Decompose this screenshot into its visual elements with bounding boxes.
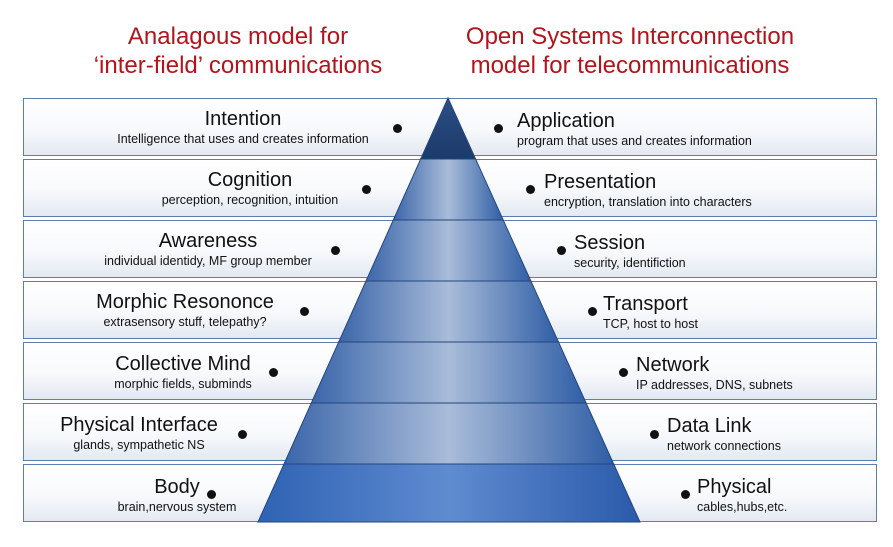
right-layer-5: Network IP addresses, DNS, subnets bbox=[636, 354, 793, 393]
left-layer-1: Intention Intelligence that uses and cre… bbox=[100, 108, 386, 147]
right-heading-line2: model for telecommunications bbox=[470, 52, 790, 79]
right-layer-5-desc: IP addresses, DNS, subnets bbox=[636, 378, 793, 392]
right-layer-4-title: Transport bbox=[603, 293, 688, 315]
right-layer-4: Transport TCP, host to host bbox=[603, 293, 698, 332]
pyramid-segment-3 bbox=[365, 219, 532, 282]
pyramid-segment-6 bbox=[283, 402, 615, 465]
left-bullet-2 bbox=[362, 185, 371, 194]
right-layer-7-title: Physical bbox=[697, 476, 772, 498]
left-layer-5: Collective Mind morphic fields, subminds bbox=[98, 353, 268, 392]
left-bullet-7 bbox=[207, 490, 216, 499]
pyramid-segment-5 bbox=[310, 341, 587, 404]
right-heading-line1: Open Systems Interconnection bbox=[465, 23, 795, 50]
right-layer-1-desc: program that uses and creates informatio… bbox=[517, 134, 752, 148]
left-heading-line2: ‘inter-field’ communications bbox=[93, 52, 383, 79]
left-bullet-4 bbox=[300, 307, 309, 316]
left-model-heading: Analagous model for ‘inter-field’ commun… bbox=[78, 22, 398, 80]
pyramid-segment-2 bbox=[392, 158, 504, 221]
left-bullet-3 bbox=[331, 246, 340, 255]
right-bullet-4 bbox=[588, 307, 597, 316]
pyramid-segment-7 bbox=[257, 463, 641, 523]
left-layer-2: Cognition perception, recognition, intui… bbox=[146, 169, 354, 208]
left-layer-4: Morphic Resononce extrasensory stuff, te… bbox=[80, 291, 290, 330]
right-bullet-1 bbox=[494, 124, 503, 133]
left-layer-5-title: Collective Mind bbox=[115, 353, 251, 375]
left-layer-5-desc: morphic fields, subminds bbox=[114, 377, 252, 391]
pyramid-segment-1 bbox=[419, 96, 477, 160]
right-layer-6-desc: network connections bbox=[667, 439, 781, 453]
right-layer-7-desc: cables,hubs,etc. bbox=[697, 500, 788, 514]
right-bullet-3 bbox=[557, 246, 566, 255]
right-layer-2: Presentation encryption, translation int… bbox=[544, 171, 752, 210]
right-layer-5-title: Network bbox=[636, 354, 710, 376]
right-layer-4-desc: TCP, host to host bbox=[603, 317, 698, 331]
left-layer-7: Body brain,nervous system bbox=[66, 476, 288, 515]
right-layer-2-desc: encryption, translation into characters bbox=[544, 195, 752, 209]
left-layer-1-desc: Intelligence that uses and creates infor… bbox=[117, 132, 369, 146]
right-model-heading: Open Systems Interconnection model for t… bbox=[440, 22, 820, 80]
right-bullet-2 bbox=[526, 185, 535, 194]
left-layer-6-desc: glands, sympathetic NS bbox=[73, 438, 205, 452]
right-layer-2-title: Presentation bbox=[544, 171, 657, 193]
right-bullet-6 bbox=[650, 430, 659, 439]
right-layer-1: Application program that uses and create… bbox=[517, 110, 752, 149]
left-layer-2-desc: perception, recognition, intuition bbox=[161, 193, 339, 207]
left-layer-3-title: Awareness bbox=[158, 230, 258, 252]
right-bullet-5 bbox=[619, 368, 628, 377]
left-heading-line1: Analagous model for bbox=[127, 23, 349, 50]
right-bullet-7 bbox=[681, 490, 690, 499]
right-layer-1-title: Application bbox=[517, 110, 615, 132]
left-layer-7-desc: brain,nervous system bbox=[117, 500, 237, 514]
right-layer-6-title: Data Link bbox=[667, 415, 752, 437]
left-bullet-5 bbox=[269, 368, 278, 377]
left-layer-4-title: Morphic Resononce bbox=[96, 291, 274, 313]
right-layer-3-desc: security, identifiction bbox=[574, 256, 686, 270]
left-layer-1-title: Intention bbox=[204, 108, 282, 130]
left-bullet-6 bbox=[238, 430, 247, 439]
left-layer-6: Physical Interface glands, sympathetic N… bbox=[44, 414, 234, 453]
left-layer-6-title: Physical Interface bbox=[60, 414, 218, 436]
right-layer-7: Physical cables,hubs,etc. bbox=[697, 476, 787, 515]
left-layer-4-desc: extrasensory stuff, telepathy? bbox=[103, 315, 267, 329]
right-layer-6: Data Link network connections bbox=[667, 415, 781, 454]
left-layer-7-title: Body bbox=[154, 476, 200, 498]
left-layer-3-desc: individual identidy, MF group member bbox=[104, 254, 312, 268]
left-layer-3: Awareness individual identidy, MF group … bbox=[88, 230, 328, 269]
left-bullet-1 bbox=[393, 124, 402, 133]
right-layer-3-title: Session bbox=[574, 232, 646, 254]
right-layer-3: Session security, identifiction bbox=[574, 232, 686, 271]
left-layer-2-title: Cognition bbox=[207, 169, 293, 191]
pyramid-segment-4 bbox=[337, 280, 560, 343]
